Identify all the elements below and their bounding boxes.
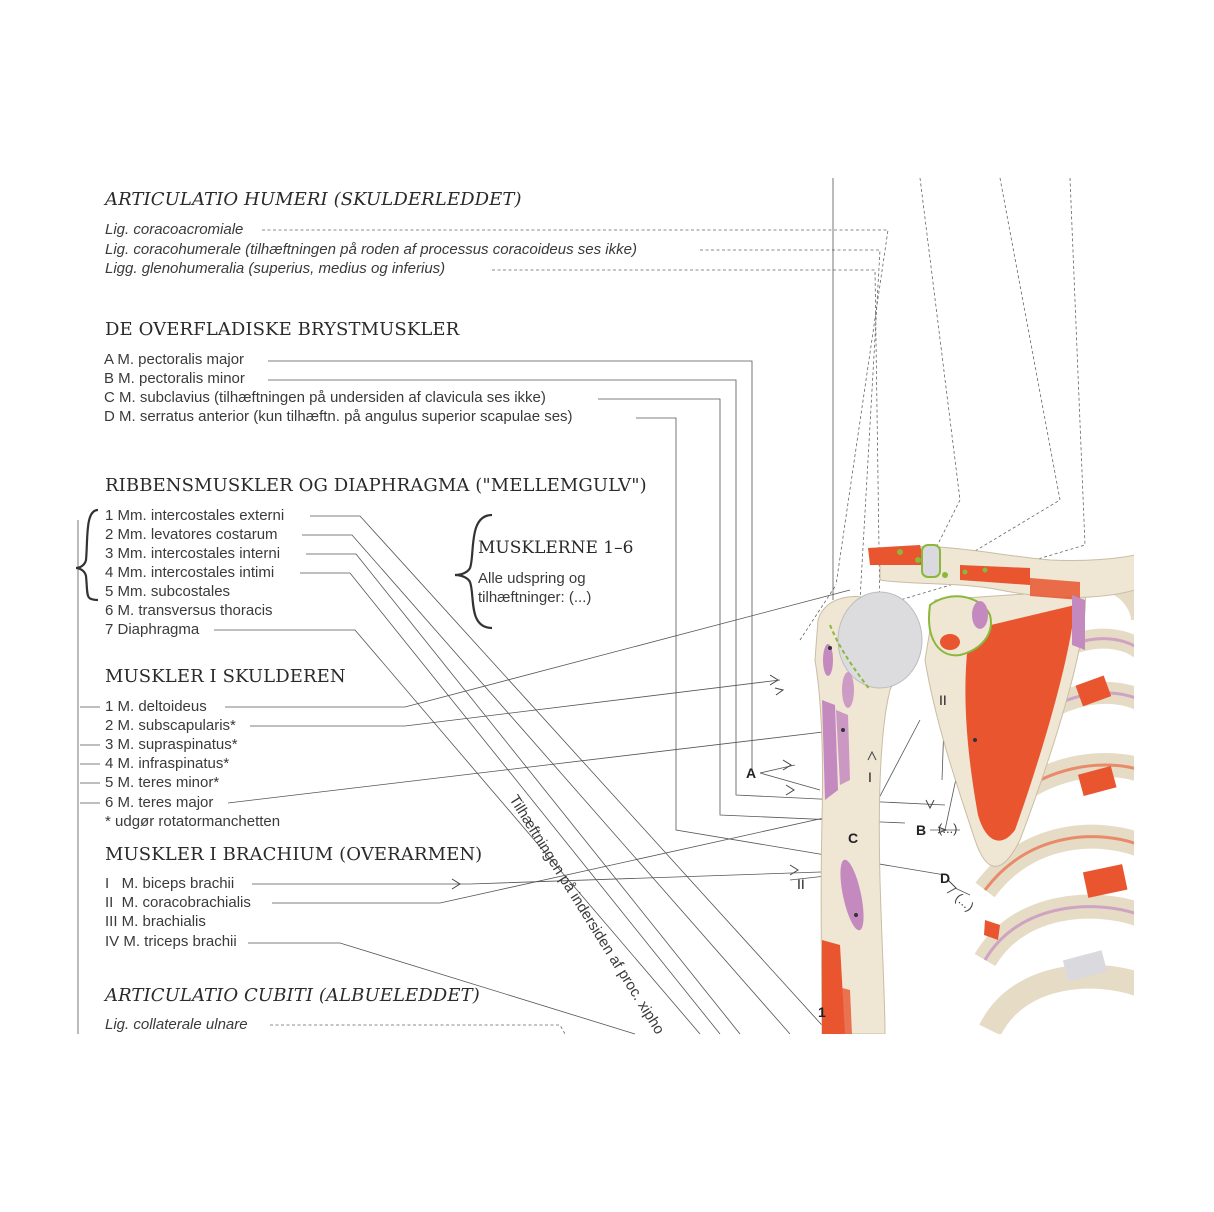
section-title-brachium: MUSKLER I BRACHIUM (OVERARMEN) bbox=[105, 844, 483, 865]
marker-b: B bbox=[916, 822, 927, 838]
subscapularis-area bbox=[965, 605, 1075, 841]
ribben-item: 3 Mm. intercostales interni bbox=[105, 545, 281, 562]
cubiti-item: Lig. collaterale ulnare bbox=[105, 1016, 248, 1033]
ribben-item: 4 Mm. intercostales intimi bbox=[105, 564, 275, 581]
rotated-note-clip: Tilhæftningen på indersiden af proc. xip… bbox=[505, 792, 668, 1034]
rotated-annotation: Tilhæftningen på indersiden af proc. xip… bbox=[505, 792, 668, 1034]
ribben-item: 6 M. transversus thoracis bbox=[105, 602, 273, 619]
skulder-item: 4 M. infraspinatus* bbox=[105, 755, 230, 772]
section-title-humeri: ARTICULATIO HUMERI (SKULDERLEDDET) bbox=[105, 189, 522, 210]
brachium-item: III M. brachialis bbox=[105, 913, 206, 930]
skulder-footnote: * udgør rotatormanchetten bbox=[105, 813, 281, 830]
marker-d: D bbox=[940, 870, 951, 886]
humeral-head bbox=[837, 591, 923, 689]
humeri-item: Lig. coracoacromiale bbox=[105, 221, 244, 238]
skulder-item: 1 M. deltoideus bbox=[105, 698, 207, 715]
section-title-skulder: MUSKLER I SKULDEREN bbox=[105, 666, 346, 687]
bryst-item: C M. subclavius (tilhæftningen på unders… bbox=[104, 389, 546, 406]
marker-ii-arm: II bbox=[797, 876, 805, 892]
section-title-cubiti: ARTICULATIO CUBITI (ALBUELEDDET) bbox=[105, 985, 480, 1006]
brachium-item: IV M. triceps brachii bbox=[105, 933, 237, 950]
bryst-item: D M. serratus anterior (kun tilhæftn. på… bbox=[104, 408, 573, 425]
section-title-ribben: RIBBENSMUSKLER OG DIAPHRAGMA ("MELLEMGUL… bbox=[105, 475, 647, 496]
marker-1: 1 bbox=[818, 1004, 826, 1020]
humeri-item: Ligg. glenohumeralia (superius, medius o… bbox=[105, 260, 446, 277]
humeri-item: Lig. coracohumerale (tilhæftningen på ro… bbox=[105, 241, 637, 258]
marker-i: I bbox=[868, 769, 872, 785]
bryst-item: A M. pectoralis major bbox=[104, 351, 245, 368]
marker-ii-scapula: II bbox=[939, 692, 947, 708]
bryst-item: B M. pectoralis minor bbox=[104, 370, 245, 387]
skulder-item: 5 M. teres minor* bbox=[105, 774, 220, 791]
skeleton-illustration bbox=[814, 544, 1134, 1034]
arrowheads bbox=[451, 674, 957, 894]
skulder-item: 3 M. supraspinatus* bbox=[105, 736, 238, 753]
marker-b-note: (...) bbox=[938, 821, 958, 836]
group-note: tilhæftninger: (...) bbox=[478, 589, 592, 606]
skulder-item: 6 M. teres major bbox=[105, 794, 214, 811]
group-note: Alle udspring og bbox=[478, 570, 586, 587]
group-title: MUSKLERNE 1–6 bbox=[478, 538, 634, 558]
brachium-item: I M. biceps brachii bbox=[105, 875, 235, 892]
brackets bbox=[75, 508, 493, 630]
ribben-item: 1 Mm. intercostales externi bbox=[105, 507, 285, 524]
brachium-item: II M. coracobrachialis bbox=[105, 894, 251, 911]
ligaments bbox=[897, 549, 988, 578]
ribben-item: 2 Mm. levatores costarum bbox=[105, 526, 278, 543]
ribben-item: 7 Diaphragma bbox=[105, 621, 200, 638]
ribben-item: 5 Mm. subcostales bbox=[105, 583, 231, 600]
marker-a: A bbox=[746, 765, 757, 781]
section-title-bryst: DE OVERFLADISKE BRYSTMUSKLER bbox=[105, 319, 460, 340]
skulder-item: 2 M. subscapularis* bbox=[105, 717, 236, 734]
marker-c: C bbox=[848, 830, 859, 846]
